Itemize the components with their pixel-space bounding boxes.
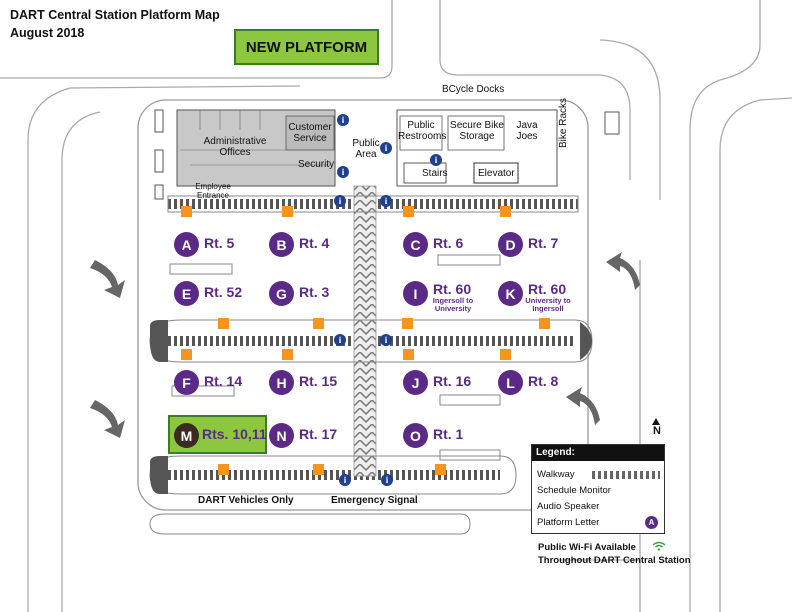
stairs-label: Stairs bbox=[422, 168, 448, 179]
route-k-direction: University to Ingersoll bbox=[525, 296, 571, 313]
java-joes-label: Java Joes bbox=[516, 120, 538, 142]
public-area-label: Public Area bbox=[352, 138, 380, 160]
route-a: Rt. 5 bbox=[204, 235, 235, 251]
north-label: N bbox=[653, 425, 661, 437]
route-n: Rt. 17 bbox=[299, 426, 338, 442]
vehicles-only-label: DART Vehicles Only bbox=[198, 495, 294, 506]
elevator-label: Elevator bbox=[478, 168, 515, 179]
platform-letter-n: N bbox=[269, 423, 294, 448]
new-platform-banner: NEW PLATFORM bbox=[234, 29, 379, 65]
svg-text:i: i bbox=[342, 167, 345, 177]
svg-text:i: i bbox=[339, 196, 342, 206]
restrooms-label: Public Restrooms bbox=[398, 120, 447, 142]
route-d: Rt. 7 bbox=[528, 235, 559, 251]
legend-walkway: Walkway bbox=[537, 469, 575, 480]
legend-walkway-swatch bbox=[592, 471, 660, 479]
svg-text:i: i bbox=[385, 143, 388, 153]
title-line2: August 2018 bbox=[10, 26, 85, 40]
platform-letter-f: F bbox=[174, 370, 199, 395]
route-i-direction: Ingersoll to University bbox=[432, 296, 474, 313]
legend-letter: Platform Letter bbox=[537, 517, 600, 528]
svg-text:i: i bbox=[344, 475, 347, 485]
route-c: Rt. 6 bbox=[433, 235, 464, 251]
legend-monitor: Schedule Monitor bbox=[537, 485, 611, 496]
wifi-notice: Public Wi-Fi Available Throughout DART C… bbox=[538, 541, 691, 567]
wifi-icon bbox=[652, 541, 666, 551]
route-f: Rt. 14 bbox=[204, 373, 243, 389]
title-line1: DART Central Station Platform Map bbox=[10, 8, 220, 22]
bcycle-label: BCycle Docks bbox=[442, 84, 505, 95]
route-m: Rts. 10,11 bbox=[202, 426, 267, 442]
platform-letter-k: K bbox=[498, 281, 523, 306]
map-title: DART Central Station Platform Map August… bbox=[10, 6, 220, 42]
platform-letter-g: G bbox=[269, 281, 294, 306]
platform-letter-e: E bbox=[174, 281, 199, 306]
route-h: Rt. 15 bbox=[299, 373, 338, 389]
platform-letter-d: D bbox=[498, 232, 523, 257]
route-i: Rt. 60 bbox=[433, 281, 472, 297]
wifi-line2: Throughout DART Central Station bbox=[538, 555, 691, 566]
svg-text:i: i bbox=[342, 115, 345, 125]
platform-letter-o: O bbox=[403, 423, 428, 448]
bike-storage-label: Secure Bike Storage bbox=[450, 120, 504, 142]
legend-title: Legend: bbox=[532, 445, 664, 461]
svg-text:i: i bbox=[339, 335, 342, 345]
legend-letter-icon: A bbox=[645, 516, 658, 529]
platform-letter-c: C bbox=[403, 232, 428, 257]
platform-letter-h: H bbox=[269, 370, 294, 395]
platform-letter-m: M bbox=[174, 423, 199, 448]
emergency-signal-label: Emergency Signal bbox=[331, 495, 418, 506]
svg-text:i: i bbox=[385, 196, 388, 206]
route-g: Rt. 3 bbox=[299, 284, 330, 300]
platform-letter-j: J bbox=[403, 370, 428, 395]
customer-service-label: Customer Service bbox=[288, 122, 332, 144]
platform-letter-l: L bbox=[498, 370, 523, 395]
svg-text:i: i bbox=[435, 155, 438, 165]
legend-speaker: Audio Speaker bbox=[537, 501, 600, 512]
platform-letter-a: A bbox=[174, 232, 199, 257]
security-label: Security bbox=[298, 159, 335, 170]
bike-racks-label: Bike Racks bbox=[558, 97, 569, 148]
platform-letter-b: B bbox=[269, 232, 294, 257]
route-o: Rt. 1 bbox=[433, 426, 464, 442]
legend: Legend: Walkway Schedule Monitor Audio S… bbox=[531, 444, 665, 534]
employee-entrance-label: Employee Entrance bbox=[195, 182, 231, 200]
svg-text:i: i bbox=[386, 475, 389, 485]
route-l: Rt. 8 bbox=[528, 373, 559, 389]
admin-label: Administrative Offices bbox=[203, 136, 267, 158]
platform-letter-i: I bbox=[403, 281, 428, 306]
wifi-line1: Public Wi-Fi Available bbox=[538, 542, 636, 553]
route-e: Rt. 52 bbox=[204, 284, 243, 300]
route-k: Rt. 60 bbox=[528, 281, 567, 297]
route-j: Rt. 16 bbox=[433, 373, 472, 389]
route-b: Rt. 4 bbox=[299, 235, 330, 251]
svg-text:i: i bbox=[385, 335, 388, 345]
